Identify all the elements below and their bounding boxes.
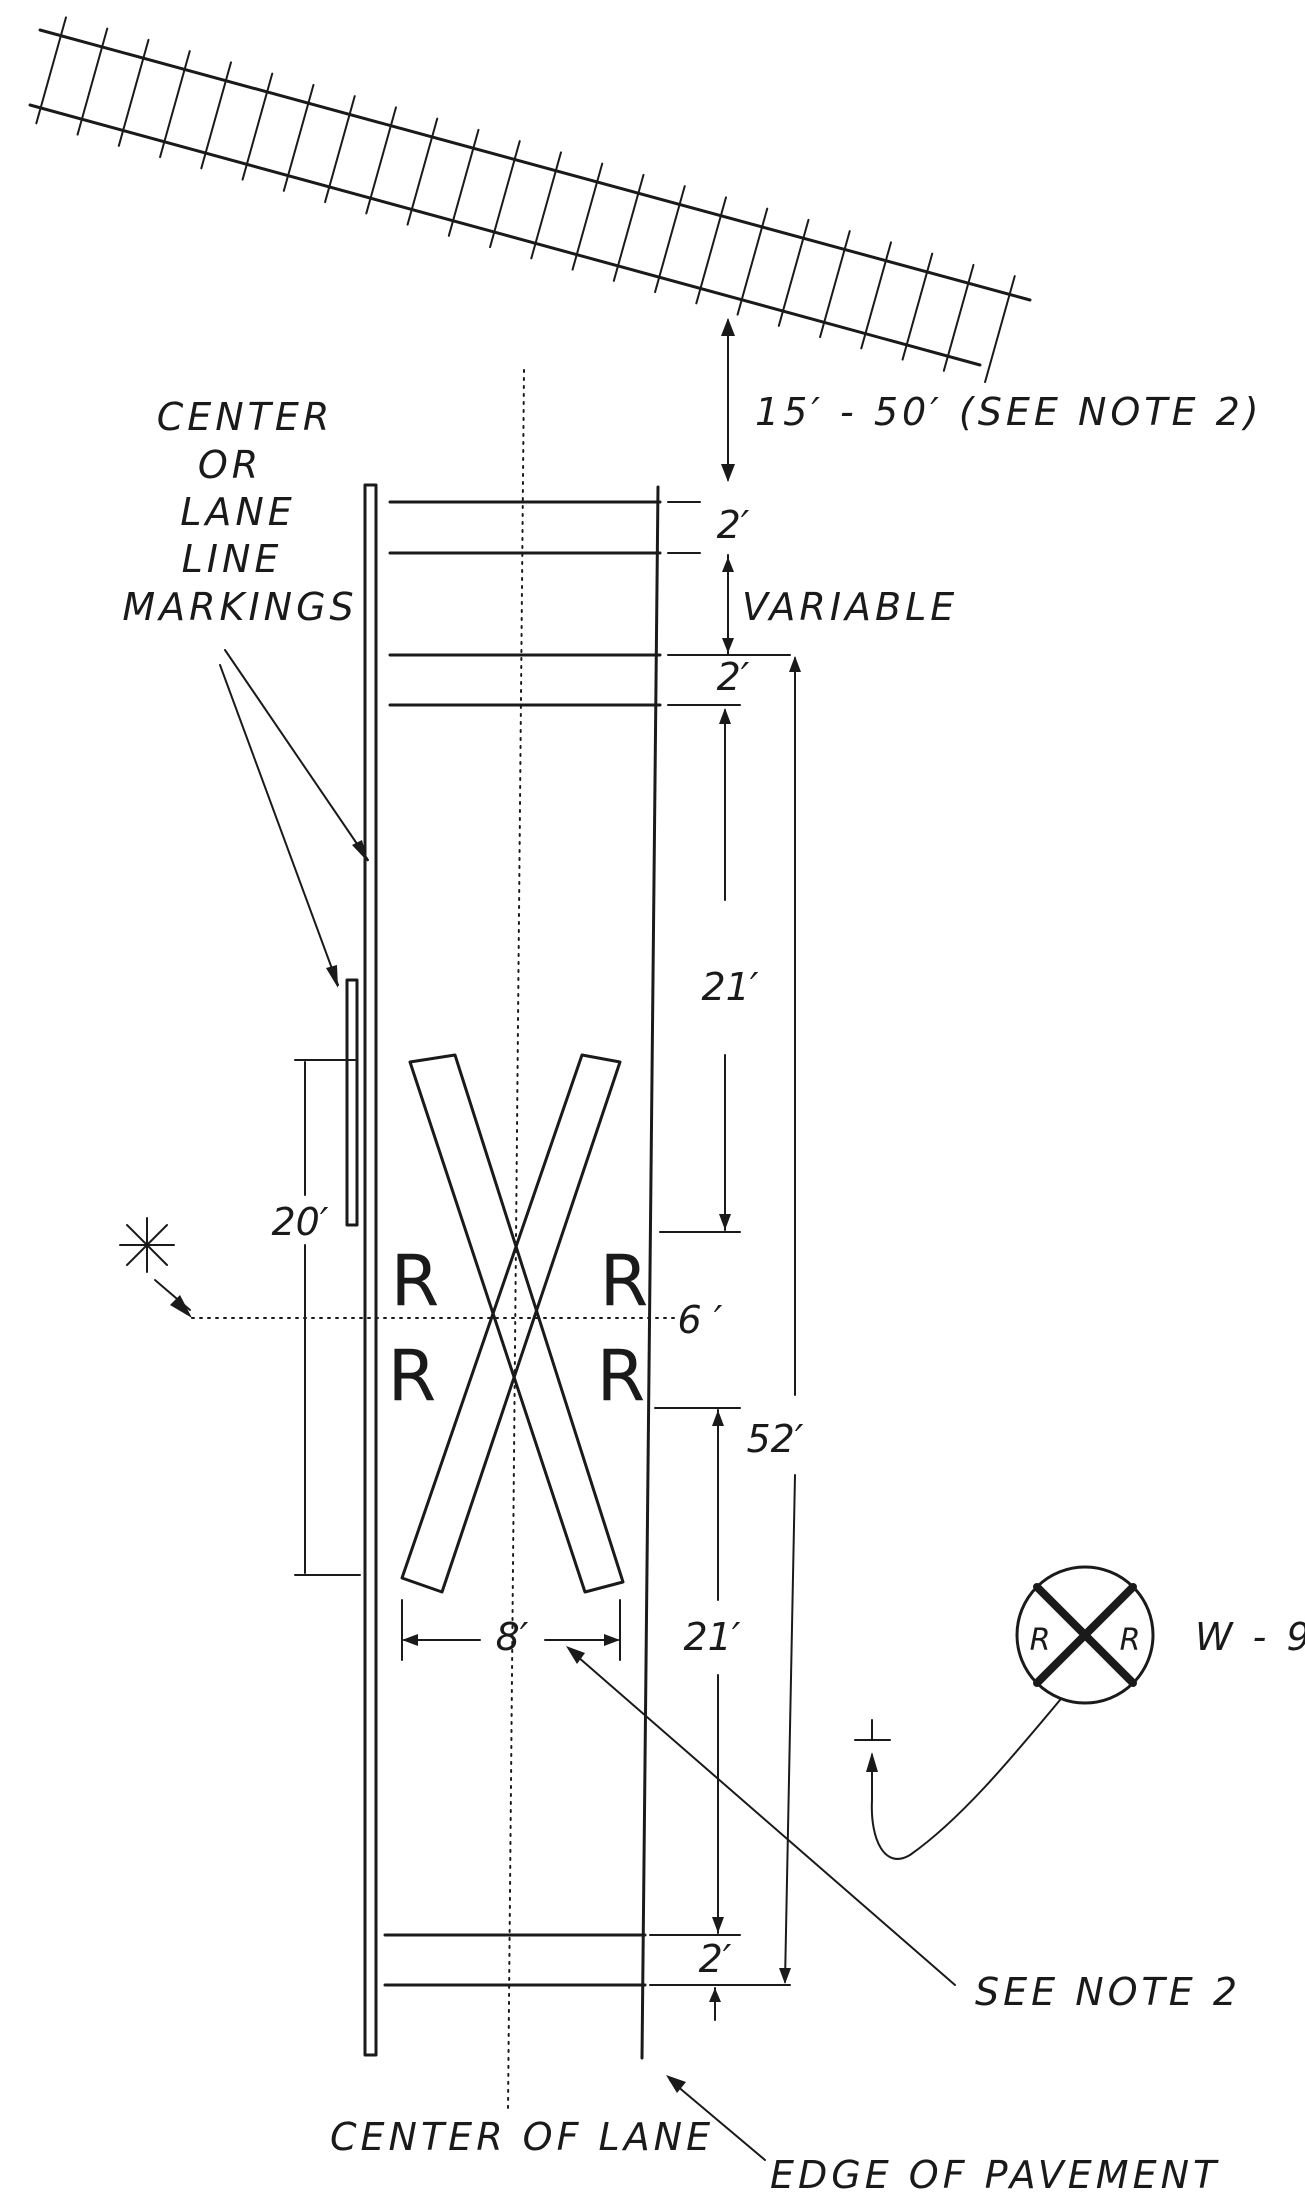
sign-code-label: W - 9 [1195, 1615, 1305, 1659]
railroad-tie [819, 230, 851, 339]
center-of-lane-label: CENTER OF LANE [330, 2115, 714, 2159]
railroad-tie [612, 173, 645, 282]
w9-sign: R R W - 9 [854, 1565, 1305, 1860]
dim-cross-arm-width: 8′ [496, 1615, 529, 1659]
label-line-center: CENTER [157, 395, 334, 439]
center-or-lane-line-label: CENTER OR LANE LINE MARKINGS [122, 395, 357, 629]
railroad-tie [200, 61, 232, 170]
edge-of-pavement-label: EDGE OF PAVEMENT [770, 2153, 1220, 2197]
pavement-letter-r-left-bottom: R [388, 1335, 437, 1417]
railroad-tie [901, 252, 934, 361]
railroad-tie [241, 72, 274, 181]
label-line-or: OR [198, 443, 262, 487]
lane-line-dimension [294, 1059, 361, 1576]
railroad-tie [76, 27, 109, 136]
right-dimension-lines [649, 501, 801, 2021]
observer-sightline [119, 1217, 681, 1319]
dim-letter-band: 6 ′ [678, 1298, 723, 1342]
railroad-tie [324, 95, 356, 204]
railroad-tie [282, 83, 315, 192]
dim-total-length: 52′ [747, 1417, 804, 1461]
edge-of-pavement-leader [666, 2075, 766, 2161]
cross-arm-width-dimension [401, 1599, 621, 1661]
pavement-letter-r-left-top: R [391, 1240, 440, 1322]
sign-letter-r-left: R [1030, 1623, 1051, 1658]
railroad-tie [159, 50, 191, 159]
railroad-tie [489, 140, 521, 249]
railroad-tie [571, 162, 604, 271]
railroad-tie [695, 196, 727, 305]
railroad-tie [406, 117, 439, 226]
railroad-tie [942, 263, 975, 372]
railroad-tie [365, 106, 397, 215]
railroad-track [28, 16, 1032, 384]
label-line-line: LINE [182, 537, 283, 581]
dim-upper-gap: 21′ [702, 965, 759, 1009]
variable-label: VARIABLE [742, 585, 958, 629]
see-note-2-leader: SEE NOTE 2 [566, 1646, 1241, 2014]
dim-lane-line-extension: 20′ [272, 1200, 329, 1244]
pavement-crossbuck-x [400, 1053, 625, 1594]
dim-top-bar: 2′ [717, 503, 750, 547]
see-note-2-label: SEE NOTE 2 [975, 1970, 1241, 2014]
railroad-tie [654, 185, 686, 294]
railroad-tie [117, 38, 150, 147]
railroad-tie [736, 207, 769, 316]
dim-lower-bar: 2′ [717, 655, 750, 699]
center-of-lane-line [507, 369, 525, 2111]
sign-letter-r-right: R [1120, 1623, 1141, 1658]
pavement-r-letters: R R R R [388, 1240, 649, 1417]
pavement-letter-r-right-top: R [600, 1240, 649, 1322]
transverse-bars [383, 500, 662, 1987]
pavement-letter-r-right-bottom: R [597, 1335, 646, 1417]
dim-bottom-bar: 2′ [699, 1937, 732, 1981]
railroad-tie [35, 16, 67, 125]
setback-dimension: 15′ - 50′ (SEE NOTE 2) [721, 318, 1263, 482]
railroad-tie [530, 151, 562, 260]
label-line-lane: LANE [180, 490, 296, 534]
dim-lower-gap: 21′ [684, 1615, 741, 1659]
lane-marking-leaders [219, 649, 369, 988]
railroad-tie [984, 275, 1016, 384]
railroad-tie [777, 218, 810, 327]
center-lane-line [345, 483, 378, 2057]
edge-of-pavement-line [640, 485, 660, 2060]
railroad-tie [860, 241, 892, 350]
railroad-tie [447, 128, 480, 237]
label-line-markings: MARKINGS [122, 585, 357, 629]
setback-note-label: 15′ - 50′ (SEE NOTE 2) [755, 390, 1263, 434]
